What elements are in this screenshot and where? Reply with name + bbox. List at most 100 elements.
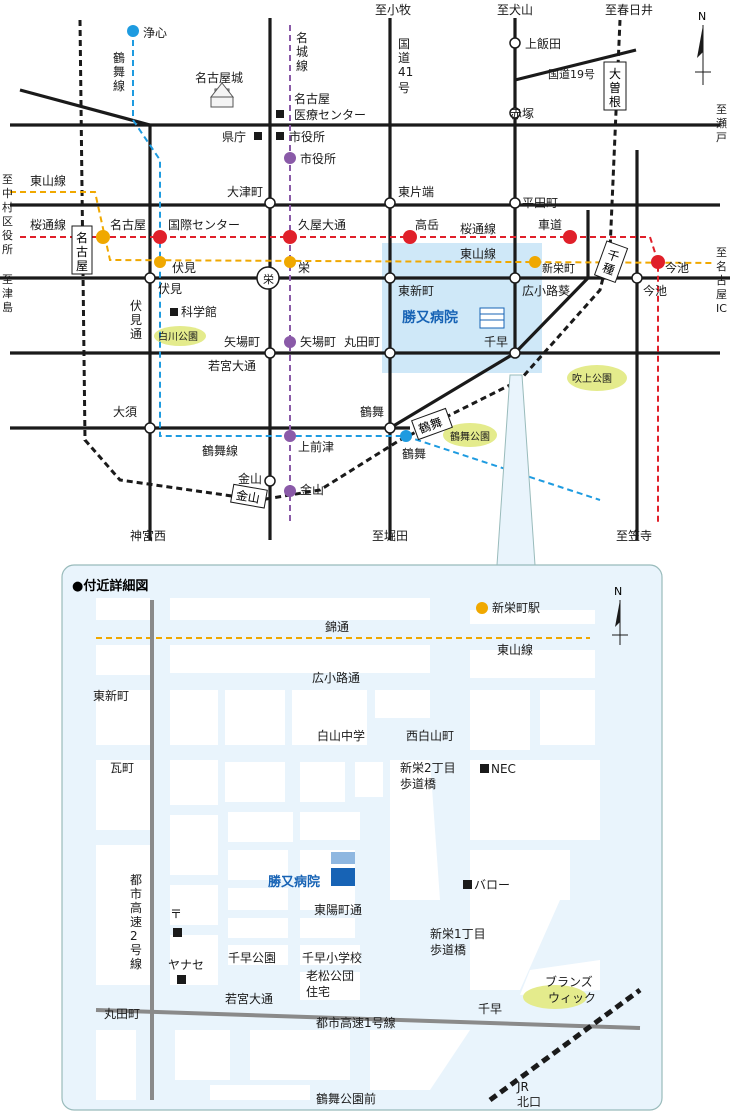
label-left-tsushima-3: 島 <box>2 300 13 314</box>
inset-expressway-1 <box>95 1008 641 1030</box>
label-right-nagoyaic-3: 古 <box>716 274 727 287</box>
label-hirokoji: 広小路葵 <box>522 283 570 298</box>
box-nagoya: 名 古 屋 <box>71 225 93 275</box>
shinsakae-station-marker <box>476 602 488 614</box>
label-kokudo41-1: 国 <box>398 37 410 51</box>
inset-label-chikusa-es: 千早小学校 <box>302 950 362 965</box>
label-shiyakusho: 市役所 <box>289 129 325 144</box>
inset-label-post: 〒 <box>170 907 182 921</box>
kamimaezu-station <box>284 430 296 442</box>
hospital-label-main: 勝又病院 <box>402 309 458 326</box>
yabacho-station <box>284 336 296 348</box>
label-higashikataha: 東片端 <box>398 185 434 199</box>
label-akatsuka: 赤塚 <box>510 107 534 121</box>
inset-label-shirakawa-jhs: 白山中学 <box>317 728 365 743</box>
box-ozone-2: 曽 <box>609 80 621 95</box>
label-kokudo19: 国道19号 <box>548 67 595 81</box>
inset-label-expressway2-2: 市 <box>130 886 142 901</box>
inset-label-jr-2: 北口 <box>517 1095 541 1109</box>
inset-title: ●付近詳細図 <box>72 578 148 594</box>
yanase-marker <box>177 975 186 984</box>
north-label: N <box>698 10 706 23</box>
label-jinguunishi: 神宮西 <box>130 528 166 543</box>
inset-label-shinsakae: 新栄町駅 <box>492 600 540 615</box>
main-map: N 至小牧 至犬山 至春日井 神宮西 至堀田 至笠寺 浄心 <box>0 3 730 566</box>
label-nagoyajo: 名古屋城 <box>195 70 243 85</box>
label-shinsakae: 新栄町 <box>542 261 575 275</box>
label-left-tsushima-2: 津 <box>2 287 13 300</box>
box-nagoya-1: 名 <box>76 230 88 245</box>
label-wakamiya: 若宮大通 <box>208 358 256 373</box>
kagakukan-marker <box>170 308 178 316</box>
label-kamiiida: 上飯田 <box>525 36 561 51</box>
label-meijo-1: 名 <box>296 30 308 45</box>
label-right-nagoyaic-1: 至 <box>716 246 727 259</box>
label-kokusai: 国際センター <box>168 218 240 232</box>
inset-label-marutamachi: 丸田町 <box>104 1007 140 1021</box>
box-nagoya-2: 古 <box>76 244 88 259</box>
shiyakusho-station <box>284 152 296 164</box>
label-osu: 大須 <box>113 405 137 419</box>
inset-label-brands-1: ブランズ <box>545 974 593 989</box>
inset-label-oimatsu-1: 老松公団 <box>306 969 354 983</box>
barro-marker <box>463 880 472 889</box>
sakae-station <box>284 256 296 268</box>
box-chikusa-1: 千 <box>605 247 621 264</box>
label-takaoka: 高岳 <box>415 217 439 232</box>
fushimi-station <box>154 256 166 268</box>
label-top-kasugai: 至春日井 <box>605 3 653 17</box>
inset-label-shinsakae2-1: 新栄2丁目 <box>400 760 456 775</box>
label-nagoya-st: 名古屋 <box>110 217 146 232</box>
tsurumai-line <box>132 30 601 501</box>
inset-jr-rail <box>488 987 642 1103</box>
inset-label-brands-2: ウィック <box>548 991 596 1005</box>
label-left-nakamura-6: 所 <box>2 243 13 256</box>
box-chikusa-2: 種 <box>600 261 616 278</box>
tsurumai-park <box>443 423 497 447</box>
inset-label-nec: NEC <box>491 762 516 776</box>
label-heiden: 平田町 <box>522 196 558 210</box>
label-tsurumai-line-bottom: 鶴舞線 <box>202 443 238 458</box>
label-kanayama: 金山 <box>238 471 262 486</box>
shinsakae-station <box>529 256 541 268</box>
label-fushimi-dori-2: 見 <box>130 313 142 327</box>
inset-label-expressway2-1: 都 <box>130 873 142 887</box>
box-tsurumai: 鶴舞 <box>411 407 453 441</box>
inset-label-kawaramachi: 瓦町 <box>110 761 134 775</box>
inset-label-tsurumai-park-front: 鶴舞公園前 <box>316 1091 376 1106</box>
label-iryo-center-2: 医療センター <box>294 108 366 122</box>
label-tsurumai-park: 鶴舞公園 <box>450 430 490 443</box>
box-ozone-3: 根 <box>609 95 621 109</box>
fukiage-park <box>567 365 627 391</box>
label-imaike: 今池 <box>665 260 689 275</box>
inset-label-shinsakae1-2: 歩道橋 <box>430 942 466 957</box>
label-left-nakamura-5: 役 <box>2 228 13 242</box>
label-shiyakusho-st: 市役所 <box>300 151 336 166</box>
nec-marker <box>480 764 489 773</box>
label-tsurumai-line-1: 鶴 <box>113 50 125 65</box>
label-higashiyama: 東山線 <box>460 246 496 261</box>
label-iryo-center-1: 名古屋 <box>294 91 330 106</box>
inset-label-hirokoji: 広小路通 <box>312 670 360 685</box>
inset-label-nishiki: 錦通 <box>325 619 349 634</box>
hospital-building-icon <box>479 307 505 329</box>
label-sakura-dori: 桜通線 <box>30 217 66 232</box>
label-left-nakamura: 至 <box>2 173 13 186</box>
label-fushimi-dori-3: 通 <box>130 327 142 341</box>
label-tsurumai: 鶴舞 <box>360 404 384 419</box>
inset-label-jr-1: JR <box>516 1080 529 1094</box>
box-kanayama-text: 金山 <box>235 487 261 506</box>
label-joshin: 浄心 <box>143 26 167 40</box>
inset-label-expressway2-6: 号 <box>130 943 142 957</box>
iryo-center-marker <box>276 110 284 118</box>
box-chikusa: 千 種 <box>593 240 629 283</box>
inset-label-chikusa-park: 千早公園 <box>228 951 276 965</box>
inset-label-expressway2-7: 線 <box>130 956 142 971</box>
joshin-station <box>127 25 139 37</box>
kurumamichi-station <box>563 230 577 244</box>
label-right-nagoyaic-2: 名 <box>716 259 727 273</box>
label-hisaya: 久屋大通 <box>298 218 346 232</box>
label-sakae-circle: 栄 <box>263 272 274 286</box>
